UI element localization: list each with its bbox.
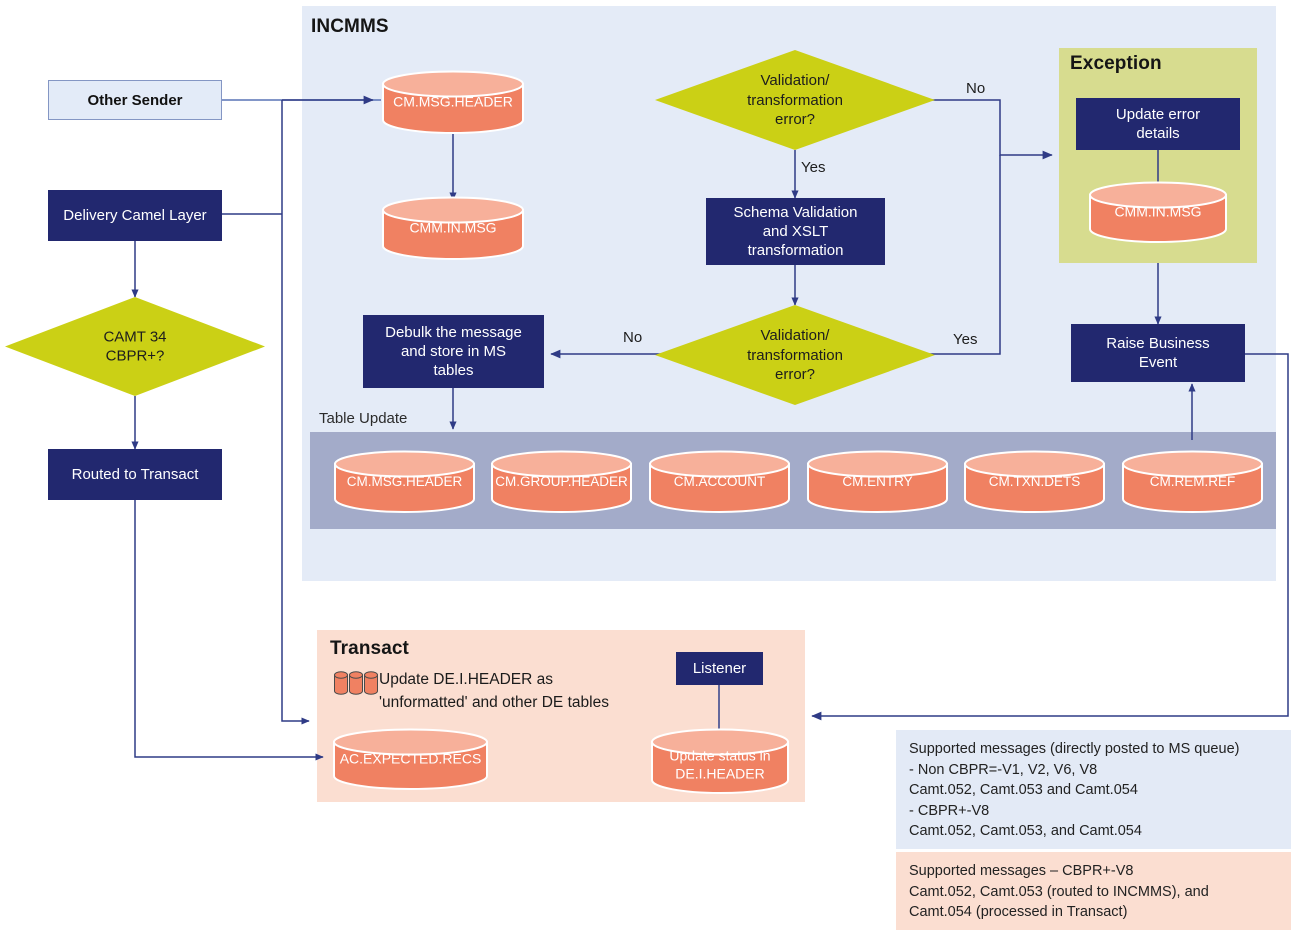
transact-title: Transact xyxy=(330,638,409,659)
cylinder-table-5[interactable]: CM.REM.REF xyxy=(1121,450,1264,513)
cylinder-table-1[interactable]: CM.GROUP.HEADER xyxy=(490,450,633,513)
edge-label-no-top: No xyxy=(966,80,986,97)
cylinder-cmm-in-msg-top[interactable]: CMM.IN.MSG xyxy=(381,196,525,260)
cylinder-shape xyxy=(382,196,524,260)
cylinder-table-2[interactable]: CM.ACCOUNT xyxy=(648,450,791,513)
node-routed-to-transact[interactable]: Routed to Transact xyxy=(48,449,222,500)
node-update-error-details[interactable]: Update error details xyxy=(1076,98,1240,150)
cylinder-shape xyxy=(491,450,632,513)
three-cylinders-icon xyxy=(333,670,379,696)
node-schema-validation[interactable]: Schema Validation and XSLT transformatio… xyxy=(706,198,885,265)
cylinder-table-4[interactable]: CM.TXN.DETS xyxy=(963,450,1106,513)
node-validation-decision-2[interactable]: Validation/ transformation error? xyxy=(655,305,935,405)
cylinder-ac-expected-recs[interactable]: AC.EXPECTED.RECS xyxy=(332,728,489,790)
cylinder-table-3[interactable]: CM.ENTRY xyxy=(806,450,949,513)
cylinder-update-status[interactable]: Update status in DE.I.HEADER xyxy=(650,728,790,794)
cylinder-cmm-in-msg-exception[interactable]: CMM.IN.MSG xyxy=(1088,181,1228,243)
note-supported-messages-peach: Supported messages – CBPR+-V8 Camt.052, … xyxy=(896,852,1291,930)
diamond-shape xyxy=(655,305,935,405)
cylinder-shape xyxy=(1089,181,1227,243)
cylinder-shape xyxy=(649,450,790,513)
node-validation-decision-1[interactable]: Validation/ transformation error? xyxy=(655,50,935,150)
transact-note-text: Update DE.I.HEADER as 'unformatted' and … xyxy=(379,671,609,711)
edge-label-no-bottom: No xyxy=(623,329,643,346)
edge-label-yes-top: Yes xyxy=(801,159,826,176)
cylinder-cm-msg-header-top[interactable]: CM.MSG.HEADER xyxy=(381,70,525,134)
cylinder-shape xyxy=(807,450,948,513)
diamond-shape xyxy=(655,50,935,150)
cylinder-shape xyxy=(333,728,488,790)
edge-label-yes-bottom: Yes xyxy=(953,331,978,348)
node-other-sender[interactable]: Other Sender xyxy=(48,80,222,120)
note-supported-messages-blue: Supported messages (directly posted to M… xyxy=(896,730,1291,849)
cylinder-shape xyxy=(334,450,475,513)
cylinder-shape xyxy=(382,70,524,134)
diamond-shape xyxy=(5,297,265,396)
node-debulk-message[interactable]: Debulk the message and store in MS table… xyxy=(363,315,544,388)
cylinder-table-0[interactable]: CM.MSG.HEADER xyxy=(333,450,476,513)
node-delivery-camel-layer[interactable]: Delivery Camel Layer xyxy=(48,190,222,241)
node-raise-business-event[interactable]: Raise Business Event xyxy=(1071,324,1245,382)
node-camt-34-decision[interactable]: CAMT 34 CBPR+? xyxy=(5,297,265,396)
exception-title: Exception xyxy=(1070,53,1162,74)
cylinder-shape xyxy=(1122,450,1263,513)
cylinder-shape xyxy=(651,728,789,794)
cylinders-icon-shape xyxy=(334,671,378,695)
table-update-label: Table Update xyxy=(319,410,408,427)
node-listener[interactable]: Listener xyxy=(676,652,763,685)
incmms-title: INCMMS xyxy=(311,16,389,37)
cylinder-shape xyxy=(964,450,1105,513)
